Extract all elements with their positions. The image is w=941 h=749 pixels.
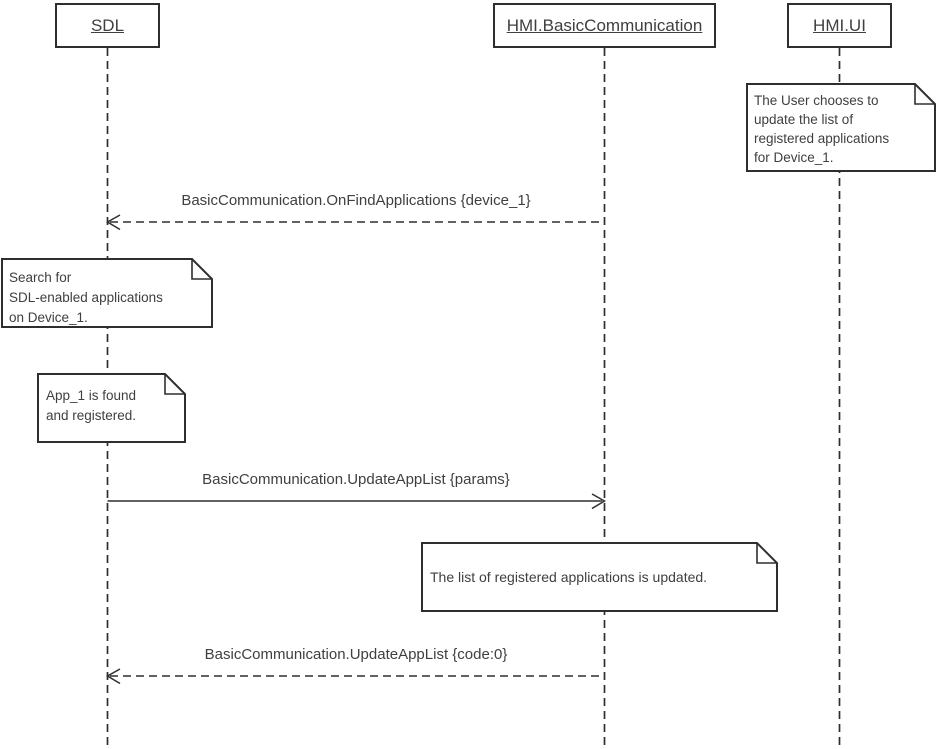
arrowhead-left-icon xyxy=(106,214,121,231)
message-arrow-updateapplist-params xyxy=(107,493,606,510)
note-text: The list of registered applications is u… xyxy=(430,568,708,585)
participant-hmi-ui: HMI.UI xyxy=(787,3,892,48)
note-text: The User chooses to update the list of r… xyxy=(754,93,890,165)
message-label-updateapplist-params: BasicCommunication.UpdateAppList {params… xyxy=(202,471,510,488)
participant-label: HMI.BasicCommunication xyxy=(506,15,703,35)
message-arrow-updateapplist-code0 xyxy=(106,668,605,685)
note-fold-icon xyxy=(164,374,185,395)
note-fold-icon xyxy=(191,259,212,280)
note-text: Search for SDL-enabled applications on D… xyxy=(9,270,163,325)
message-label-updateapplist-code0: BasicCommunication.UpdateAppList {code:0… xyxy=(204,646,508,663)
message-label-onfindapplications: BasicCommunication.OnFindApplications {d… xyxy=(181,192,531,209)
note-list-updated: The list of registered applications is u… xyxy=(421,542,778,612)
participant-sdl: SDL xyxy=(55,3,160,48)
participant-label: HMI.UI xyxy=(813,15,866,35)
note-outline xyxy=(746,83,936,172)
participant-label: SDL xyxy=(90,15,125,35)
arrowhead-right-icon xyxy=(591,493,606,510)
note-outline xyxy=(421,542,778,612)
note-outline xyxy=(37,373,186,443)
note-fold-icon xyxy=(756,543,777,564)
note-search-for-apps: Search for SDL-enabled applications on D… xyxy=(1,258,213,328)
note-app1-found: App_1 is found and registered. xyxy=(37,373,186,443)
participant-hmi-basiccommunication: HMI.BasicCommunication xyxy=(493,3,716,48)
arrowhead-left-icon xyxy=(106,668,121,685)
note-fold-icon xyxy=(914,84,935,105)
message-arrow-onfindapplications xyxy=(106,214,605,231)
note-user-chooses-update: The User chooses to update the list of r… xyxy=(746,83,936,172)
note-outline xyxy=(1,258,213,328)
note-text: App_1 is found and registered. xyxy=(46,388,137,423)
